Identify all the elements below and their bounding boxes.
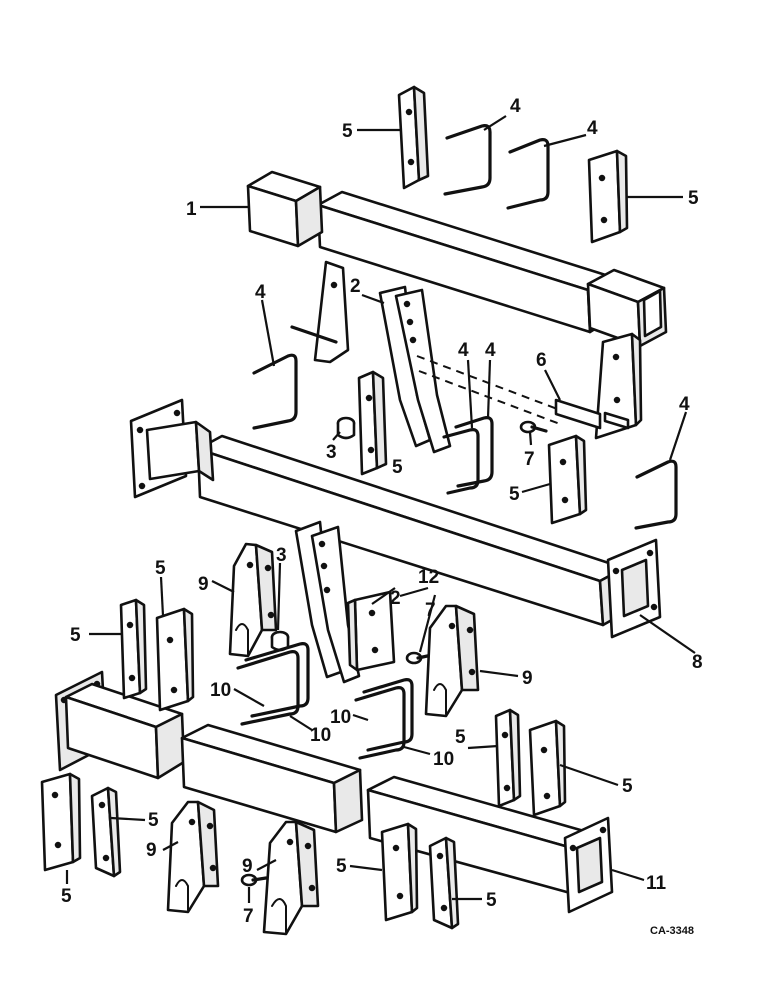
lower-bracket-mid-2: [528, 719, 567, 817]
top-bracket-right: [587, 149, 629, 244]
lower-bracket-bottom-2: [90, 786, 122, 878]
callout-10: 10: [310, 725, 331, 746]
callout-9: 9: [198, 574, 209, 595]
callout-8: 8: [692, 652, 703, 673]
callout-4: 4: [679, 394, 690, 415]
callout-4: 4: [510, 96, 521, 117]
callout-7: 7: [425, 600, 436, 621]
lower-bracket-upper-2: [155, 607, 195, 712]
callout-5: 5: [70, 625, 81, 646]
lower-hitch-plate: [294, 520, 361, 684]
callout-9: 9: [522, 668, 533, 689]
middle-bracket-left: [357, 370, 388, 476]
callout-5: 5: [336, 856, 347, 877]
middle-bracket-right: [547, 434, 588, 525]
callout-10: 10: [210, 680, 231, 701]
hinge-bracket-upper-right: [424, 604, 480, 718]
callout-5: 5: [342, 121, 353, 142]
lower-bracket-bottom-4: [428, 836, 460, 930]
top-beam: [316, 190, 616, 334]
middle-u-bolt-center: [442, 416, 494, 495]
callout-7: 7: [524, 449, 535, 470]
hinge-bracket-lower-right: [262, 820, 320, 936]
callout-12: 12: [418, 567, 439, 588]
lower-bracket-bottom-3: [380, 822, 419, 922]
top-beam-end-sleeve-right: [586, 268, 668, 348]
top-u-bolt-2: [506, 138, 550, 210]
top-u-bolt-1: [443, 124, 492, 196]
bolt-upper: [519, 420, 548, 434]
callout-9: 9: [146, 840, 157, 861]
main-beam-end-plate-left: [129, 398, 215, 499]
callout-2: 2: [350, 276, 361, 297]
callout-5: 5: [392, 457, 403, 478]
lower-u-bolt-right: [354, 678, 414, 760]
spacer-upper: [336, 416, 356, 440]
callout-10: 10: [330, 707, 351, 728]
callout-5: 5: [509, 484, 520, 505]
callout-10: 10: [433, 749, 454, 770]
callout-5: 5: [148, 810, 159, 831]
main-beam-end-plate-right: [606, 538, 662, 639]
callout-5: 5: [486, 890, 497, 911]
callout-5: 5: [622, 776, 633, 797]
bolt-lower: [240, 873, 268, 887]
hinge-bracket-upper-left: [228, 542, 278, 658]
drawing-code: CA-3348: [650, 925, 694, 937]
callout-3: 3: [326, 442, 337, 463]
leader-lines: [65, 115, 696, 903]
lower-side-plate: [346, 590, 396, 672]
lower-beam-left-section: [54, 670, 186, 780]
lower-bracket-mid-1: [494, 708, 522, 808]
top-bracket-left: [397, 85, 430, 190]
callout-5: 5: [155, 558, 166, 579]
lower-bracket-upper-1: [119, 598, 148, 700]
callout-5: 5: [61, 886, 72, 907]
callout-3: 3: [276, 545, 287, 566]
middle-side-plate-left: [313, 260, 350, 364]
middle-u-bolt-right: [634, 459, 678, 530]
hinge-bracket-lower-left: [166, 800, 220, 914]
callout-4: 4: [255, 282, 266, 303]
lower-bracket-bottom-1: [40, 772, 82, 872]
callout-4: 4: [587, 118, 598, 139]
middle-side-plate-right: [594, 332, 643, 440]
lower-u-bolt-left: [236, 642, 310, 726]
callout-11: 11: [646, 873, 667, 894]
callout-1: 1: [186, 199, 197, 220]
lower-beam-right-section: [366, 775, 614, 914]
callout-9: 9: [242, 856, 253, 877]
lower-beam-middle-section: [180, 723, 364, 834]
top-beam-end-sleeve-left: [246, 170, 324, 248]
callout-4: 4: [458, 340, 469, 361]
callout-6: 6: [536, 350, 547, 371]
callout-labels: 1 5 4 4 5 2 4 6 4 4 4 3 5 7 5 8 9 3 2 7 …: [61, 96, 703, 937]
middle-hitch-plate: [378, 285, 452, 454]
bolt-middle: [405, 651, 434, 665]
callout-4: 4: [485, 340, 496, 361]
callout-7: 7: [243, 906, 254, 927]
callout-5: 5: [688, 188, 699, 209]
callout-2: 2: [390, 588, 401, 609]
callout-5: 5: [455, 727, 466, 748]
middle-u-bolt-left: [252, 353, 298, 430]
